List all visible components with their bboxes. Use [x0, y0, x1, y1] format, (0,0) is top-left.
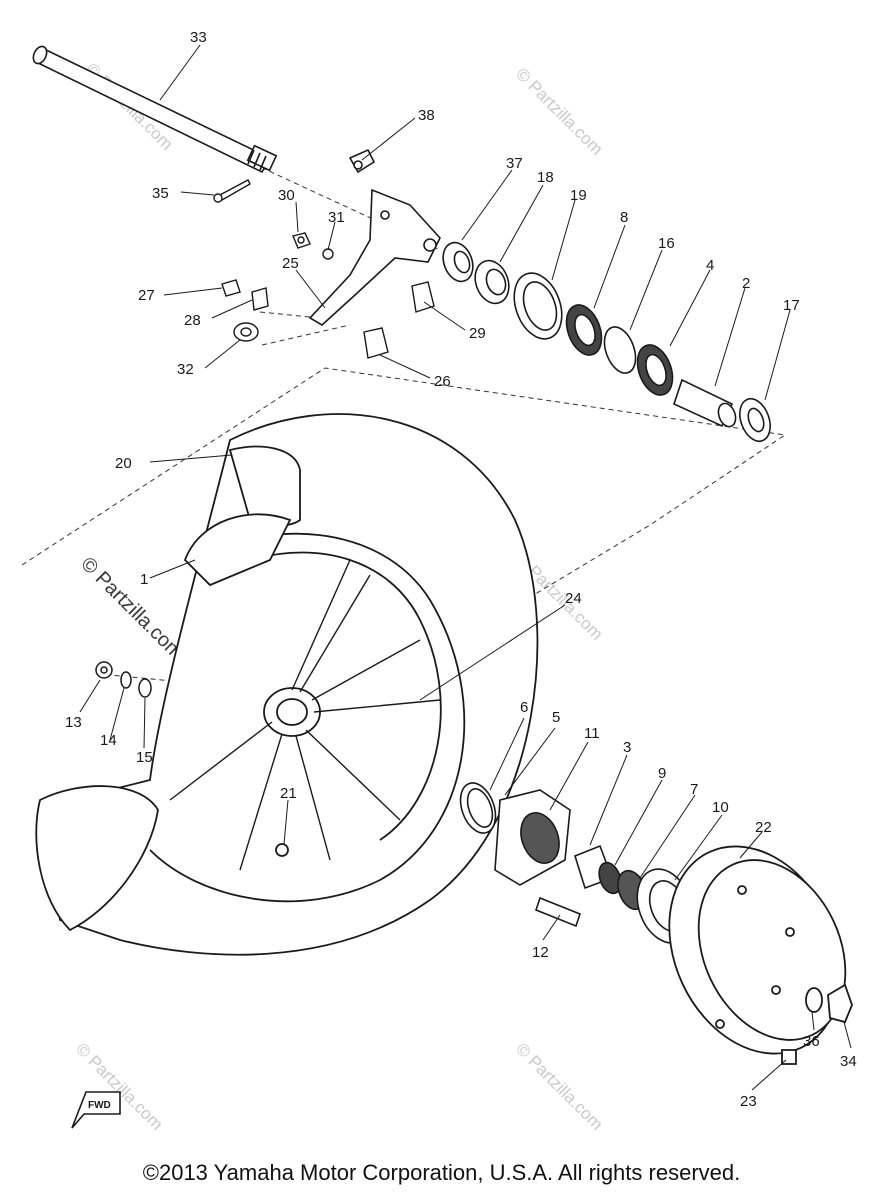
forward-direction-arrow: FWD [71, 1091, 121, 1129]
callout-labels: 33 38 37 18 19 8 16 4 2 17 35 30 31 25 2… [65, 29, 857, 1110]
callout-label: 2 [742, 275, 750, 292]
bearing-stack-parts [442, 241, 771, 443]
brake-disc-part [668, 845, 853, 1065]
callout-label: 36 [803, 1033, 820, 1050]
callout-label: 20 [115, 455, 132, 472]
callout-label: 28 [184, 312, 201, 329]
callout-label: 1 [140, 571, 148, 588]
axle-part [32, 45, 278, 174]
wheel-nut-parts [95, 661, 152, 698]
callout-label: 19 [570, 187, 587, 204]
callout-label: 11 [584, 725, 600, 742]
callout-label: 10 [712, 799, 729, 816]
sprocket-hub-parts [459, 782, 694, 944]
callout-label: 37 [506, 155, 523, 172]
callout-label: 38 [418, 107, 435, 124]
watermark-text: © Partzilla.com [512, 1039, 606, 1133]
callout-label: 26 [434, 373, 451, 390]
callout-label: 23 [740, 1093, 757, 1110]
callout-label: 21 [280, 785, 297, 802]
callout-label: 35 [152, 185, 169, 202]
callout-label: 32 [177, 361, 194, 378]
callout-label: 14 [100, 732, 117, 749]
callout-label: 15 [136, 749, 153, 766]
callout-label: 13 [65, 714, 82, 731]
callout-label: 29 [469, 325, 486, 342]
callout-label: 24 [565, 590, 582, 607]
callout-label: 8 [620, 209, 628, 226]
leader-lines [79, 44, 852, 1091]
brake-bracket-part [308, 148, 441, 326]
copyright-notice: ©2013 Yamaha Motor Corporation, U.S.A. A… [142, 1160, 741, 1185]
wheel-tire-part [35, 413, 539, 956]
callout-label: 7 [690, 781, 698, 798]
callout-label: 18 [537, 169, 554, 186]
callout-label: 6 [520, 699, 528, 716]
callout-label: 25 [282, 255, 299, 272]
callout-label: 3 [623, 739, 631, 756]
callout-label: 5 [552, 709, 560, 726]
cotter-pin-part [213, 179, 251, 203]
callout-label: 4 [706, 257, 714, 274]
callout-label: 33 [190, 29, 207, 46]
callout-label: 22 [755, 819, 772, 836]
callout-label: 16 [658, 235, 675, 252]
watermark-text: © Partzilla.com [512, 64, 606, 158]
callout-label: 30 [278, 187, 295, 204]
fwd-label: FWD [88, 1100, 111, 1111]
callout-label: 27 [138, 287, 155, 304]
callout-label: 17 [783, 297, 800, 314]
watermark-text: © Partzilla.com [72, 1039, 166, 1133]
callout-label: 34 [840, 1053, 857, 1070]
callout-label: 31 [328, 209, 345, 226]
callout-label: 9 [658, 765, 666, 782]
callout-label: 12 [532, 944, 549, 961]
small-fastener-parts [221, 232, 435, 359]
